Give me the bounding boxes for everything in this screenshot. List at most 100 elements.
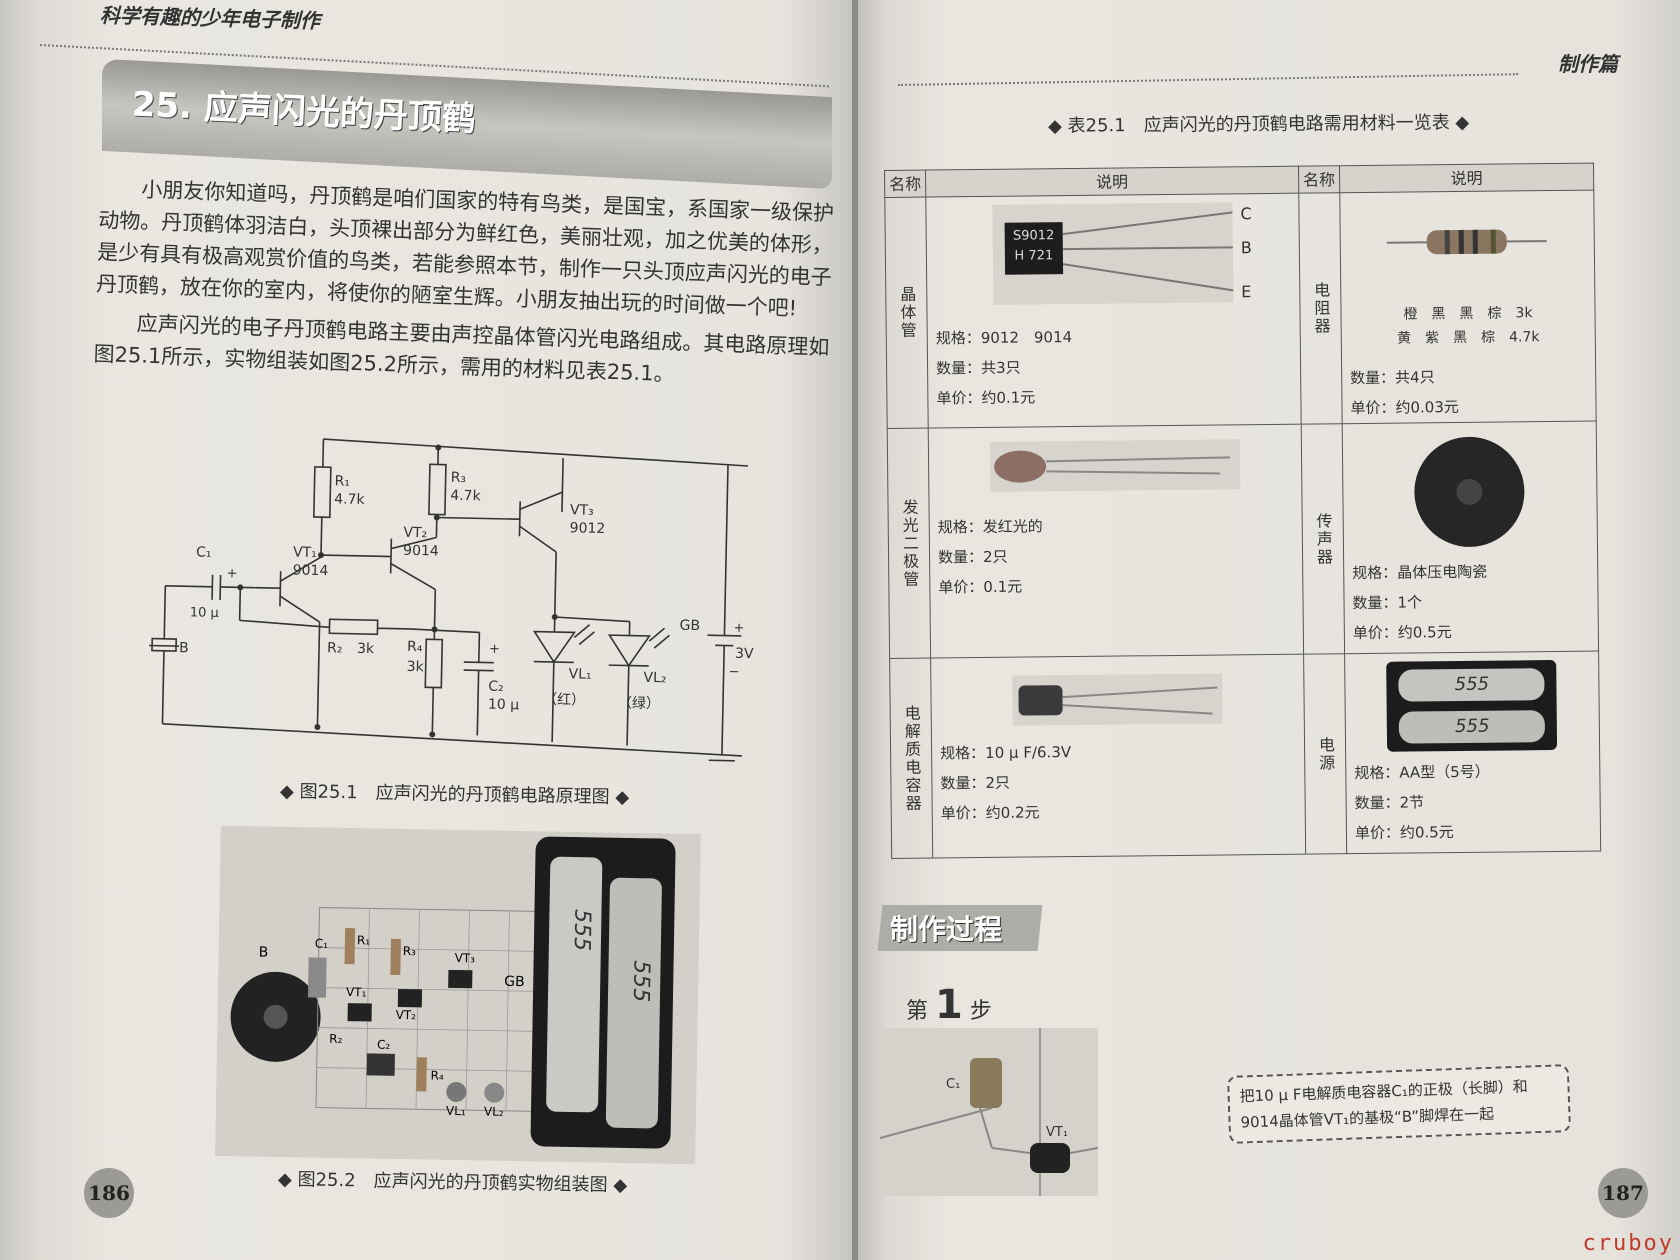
- power-spec: 规格：AA型（5号）: [1354, 762, 1490, 783]
- item-desc-led: 规格：发红光的 数量：2只 单价：0.1元: [928, 424, 1304, 659]
- header-desc-1: 说明: [925, 166, 1299, 198]
- photo-label-vt1: VT₁: [346, 985, 367, 999]
- label-r2: R₂: [327, 640, 343, 656]
- photo-label-vl1: VL₁: [446, 1104, 466, 1118]
- value-r1: 4.7k: [334, 491, 366, 508]
- item-name-power: 电源: [1303, 653, 1347, 855]
- label-vl2: VL₂: [643, 670, 666, 686]
- value-c2: 10 μ: [488, 697, 520, 714]
- step-label-vt1: VT₁: [1046, 1125, 1068, 1140]
- page-number-left: 186: [84, 1168, 134, 1218]
- item-name-transistor: 晶体管: [884, 197, 929, 429]
- value-c1: 10 μ: [190, 605, 219, 621]
- color-vl1: （红）: [543, 692, 585, 709]
- photo-label-vt2: VT₂: [396, 1008, 417, 1022]
- bands-4-7k: 黄 紫 黑 棕 4.7k: [1396, 329, 1540, 347]
- step-1-photo: C₁ VT₁: [880, 1028, 1098, 1196]
- step-1-illustration: C₁ VT₁: [880, 1028, 1098, 1196]
- photo-label-r2: R₂: [329, 1032, 343, 1046]
- photo-label-vl2: VL₂: [484, 1104, 504, 1118]
- microphone-qty: 数量：1个: [1352, 593, 1423, 613]
- transistor-mark-2: H 721: [1014, 248, 1054, 264]
- paragraph-1: 小朋友你知道吗，丹顶鹤是咱们国家的特有鸟类，是国宝，系国家一级保护动物。丹顶鹤体…: [95, 177, 835, 321]
- value-r3: 4.7k: [450, 488, 482, 505]
- value-vt1: 9014: [293, 562, 329, 579]
- header-dotted-line-right: [897, 73, 1518, 86]
- gb-plus: +: [733, 621, 744, 636]
- capacitor-image: [1012, 673, 1223, 726]
- battery-cell-1: 555: [1398, 668, 1546, 702]
- resistor-qty: 数量：共4只: [1350, 368, 1435, 388]
- page-number-right: 187: [1598, 1168, 1648, 1218]
- transistor-qty: 数量：共3只: [935, 358, 1021, 378]
- battery-label-1: 555: [569, 909, 595, 951]
- led-spec: 规格：发红光的: [937, 517, 1043, 537]
- step-label-c1: C₁: [946, 1077, 960, 1092]
- item-name-microphone: 传声器: [1301, 423, 1345, 655]
- running-header-right: 制作篇: [1558, 52, 1618, 76]
- transistor-body: S9012 H 721: [1004, 222, 1064, 275]
- resistor-color-bands: 橙 黑 黑 棕 3k 黄 紫 黑 棕 4.7k: [1341, 301, 1595, 352]
- gb-minus: −: [728, 665, 739, 680]
- table-row: 电解质电容器 规格：10 μ F/6.3V 数量：2只 单价：约0.2元 电源 …: [889, 651, 1601, 859]
- photo-label-r1: R₁: [357, 933, 371, 947]
- photo-label-b: B: [259, 945, 269, 961]
- led-qty: 数量：2只: [937, 547, 1008, 567]
- transistor-spec: 规格：9012 9014: [935, 328, 1073, 348]
- power-qty: 数量：2节: [1354, 793, 1425, 813]
- step-suffix: 步: [969, 999, 992, 1024]
- item-name-capacitor: 电解质电容器: [889, 658, 933, 859]
- bands-3k: 橙 黑 黑 棕 3k: [1403, 305, 1533, 323]
- header-name-2: 名称: [1298, 165, 1340, 194]
- label-r1: R₁: [334, 473, 350, 489]
- c1-plus: +: [226, 566, 237, 581]
- resistor-drawing: [1387, 229, 1548, 255]
- value-vt2: 9014: [403, 543, 439, 560]
- photo-label-r3: R₃: [403, 944, 417, 958]
- item-desc-transistor: S9012 H 721 C B E 规格：9012 9014 数量：共3只 单价…: [925, 193, 1302, 429]
- assembly-illustration: 555 555 B C₁ R₁ R₃ VT₃ VT₁ VT₂ R₂ C₂ R₄ …: [215, 825, 701, 1165]
- battery-label-2: 555: [628, 960, 654, 1002]
- item-desc-microphone: 规格：晶体压电陶瓷 数量：1个 单价：约0.5元: [1342, 421, 1599, 654]
- assembly-photo: 555 555 B C₁ R₁ R₃ VT₃ VT₁ VT₂ R₂ C₂ R₄ …: [215, 825, 701, 1165]
- transistor-image: S9012 H 721 C B E: [992, 202, 1252, 305]
- microphone-image: [1414, 436, 1526, 548]
- figure-25-1-caption: ◆ 图25.1 应声闪光的丹顶鹤电路原理图 ◆: [279, 780, 630, 809]
- right-page: 制作篇 ◆ 表25.1 应声闪光的丹顶鹤电路需用材料一览表 ◆ 名称 说明 名称…: [858, 0, 1680, 1260]
- microphone-spec: 规格：晶体压电陶瓷: [1352, 562, 1488, 583]
- table-row: 晶体管 S9012 H 721 C B E 规格：9012 9014 数量：共3…: [884, 190, 1597, 429]
- materials-table: 名称 说明 名称 说明 晶体管 S9012 H 721 C B E: [884, 163, 1601, 859]
- photo-label-gb: GB: [504, 974, 525, 990]
- capacitor-drawing: [1018, 685, 1218, 716]
- resistor-image: [1387, 221, 1548, 263]
- table-row: 发光二极管 规格：发红光的 数量：2只 单价：0.1元 传声器 规: [887, 421, 1599, 659]
- body-text: 小朋友你知道吗，丹顶鹤是咱们国家的特有鸟类，是国宝，系国家一级保护动物。丹顶鹤体…: [93, 172, 840, 402]
- item-name-resistor: 电阻器: [1298, 192, 1343, 425]
- left-page: 科学有趣的少年电子制作 25. 应声闪光的丹顶鹤 小朋友你知道吗，丹顶鹤是咱们国…: [0, 0, 852, 1260]
- label-vt1: VT₁: [293, 544, 317, 560]
- item-desc-resistor: 橙 黑 黑 棕 3k 黄 紫 黑 棕 4.7k 数量：共4只 单价：约0.03元: [1339, 190, 1597, 424]
- label-mic-b: B: [179, 640, 189, 656]
- step-prefix: 第: [906, 999, 929, 1024]
- led-drawing: [994, 450, 1231, 483]
- photo-label-c2: C₂: [377, 1038, 391, 1052]
- value-r2: 3k: [357, 641, 375, 657]
- led-price: 单价：0.1元: [938, 577, 1023, 597]
- photo-label-r4: R₄: [430, 1069, 444, 1083]
- photo-label-c1: C₁: [315, 936, 329, 950]
- microphone-center: [1456, 478, 1483, 506]
- power-price: 单价：约0.5元: [1354, 823, 1454, 843]
- item-name-led: 发光二极管: [887, 428, 931, 659]
- item-desc-power: 555 555 规格：AA型（5号） 数量：2节 单价：约0.5元: [1344, 651, 1601, 854]
- capacitor-qty: 数量：2只: [940, 773, 1011, 793]
- section-title: 制作过程: [890, 913, 1003, 946]
- header-desc-2: 说明: [1339, 163, 1594, 193]
- pin-c: C: [1240, 204, 1252, 224]
- value-gb: 3V: [735, 646, 754, 662]
- label-c2: C₂: [488, 679, 504, 695]
- transistor-mark-1: S9012: [1012, 228, 1055, 244]
- label-r3: R₃: [450, 470, 466, 486]
- battery-holder-image: 555 555: [1386, 659, 1558, 752]
- capacitor-price: 单价：约0.2元: [940, 803, 1040, 823]
- color-vl2: （绿）: [618, 695, 660, 712]
